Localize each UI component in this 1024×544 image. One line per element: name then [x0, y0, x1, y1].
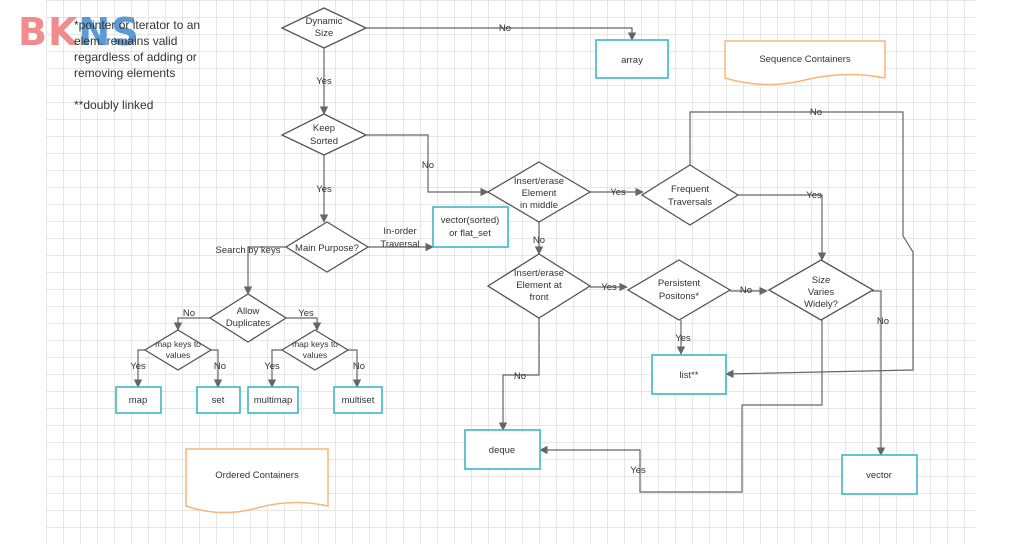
box-multiset — [333, 386, 383, 414]
edge-label-yes-keep: Yes — [316, 184, 332, 195]
label-vector-sorted: vector(sorted)or flat_set — [441, 215, 500, 239]
label-ordered-containers: Ordered Containers — [215, 470, 299, 481]
doc-ordered-containers — [185, 448, 329, 514]
box-vector — [841, 454, 918, 495]
edge-allow-no-mapleft — [173, 317, 210, 331]
edge-main-search-allow — [243, 246, 286, 295]
box-array — [595, 39, 669, 79]
decision-keep-sorted — [280, 113, 368, 156]
edge-mapleft-no-set — [211, 349, 223, 388]
label-vector: vector — [866, 470, 892, 481]
edge-label-yes-front: Yes — [601, 282, 617, 293]
decision-map-keys-right — [280, 329, 350, 371]
edge-label-no-frequent: No — [810, 107, 822, 118]
edge-label-no-dynamic: No — [499, 23, 511, 34]
decision-map-keys-left — [143, 329, 213, 371]
edge-label-no-mapright: No — [353, 361, 365, 372]
label-list: list** — [679, 370, 698, 381]
label-set: set — [212, 395, 225, 406]
box-set — [196, 386, 241, 414]
box-deque — [464, 429, 541, 470]
decision-persistent-positions — [626, 259, 732, 321]
edge-label-yes-allow: Yes — [298, 308, 314, 319]
decision-dynamic-size — [280, 7, 368, 49]
edge-dynamic-no-array — [366, 27, 637, 41]
label-deque: deque — [489, 445, 515, 456]
edge-label-yes-mapleft: Yes — [130, 361, 146, 372]
box-vector-sorted — [432, 206, 509, 248]
edge-mapleft-yes-map — [133, 349, 145, 388]
label-map: map — [129, 395, 147, 406]
bkns-logo: BKNS — [18, 10, 140, 54]
decision-allow-duplicates — [208, 293, 288, 343]
edge-mapright-no-multiset — [348, 349, 362, 388]
note-pointer-validity: *pointer or iterator to an elem. remains… — [74, 18, 201, 80]
label-multimap: multimap — [254, 395, 293, 406]
edge-keep-no-insert-middle — [366, 134, 489, 197]
note-doubly-linked: **doubly linked — [74, 98, 154, 112]
edge-label-no-middle: No — [533, 235, 545, 246]
label-sequence-containers: Sequence Containers — [759, 54, 851, 65]
edge-label-no-allow: No — [183, 308, 195, 319]
edge-front-no-deque — [498, 318, 540, 431]
box-map — [115, 386, 162, 414]
edge-label-yes-middle: Yes — [610, 187, 626, 198]
edge-label-no-keep: No — [422, 160, 434, 171]
text-main-purpose: Main Purpose? — [295, 243, 359, 254]
edge-size-yes-deque — [539, 320, 823, 493]
edge-label-yes-frequent: Yes — [806, 190, 822, 201]
edge-label-yes-persistent: Yes — [675, 333, 691, 344]
label-multiset: multiset — [342, 395, 375, 406]
decision-size-varies — [767, 259, 875, 321]
edge-label-yes-size: Yes — [630, 465, 646, 476]
edge-allow-yes-mapright — [286, 317, 322, 331]
edge-label-no-persistent: No — [740, 285, 752, 296]
doc-sequence-containers — [724, 40, 886, 86]
decision-insert-front — [486, 253, 592, 319]
edge-size-no-vector — [872, 290, 886, 456]
edge-label-no-size: No — [877, 316, 889, 327]
edge-label-no-front: No — [514, 371, 526, 382]
box-multimap — [247, 386, 299, 414]
decision-main-purpose — [284, 221, 370, 273]
edge-frequent-yes-size — [738, 194, 827, 261]
label-array: array — [621, 55, 643, 66]
decision-insert-middle — [486, 161, 592, 223]
edge-label-yes-dynamic: Yes — [316, 76, 332, 87]
edge-mapright-yes-multimap — [267, 349, 282, 388]
decision-frequent-traversals — [640, 164, 740, 226]
edge-label-no-mapleft: No — [214, 361, 226, 372]
box-list — [651, 354, 727, 395]
edge-label-search-by-keys: Search by keys — [216, 245, 281, 256]
edge-frequent-no-list — [689, 111, 914, 379]
edge-label-yes-mapright: Yes — [264, 361, 280, 372]
